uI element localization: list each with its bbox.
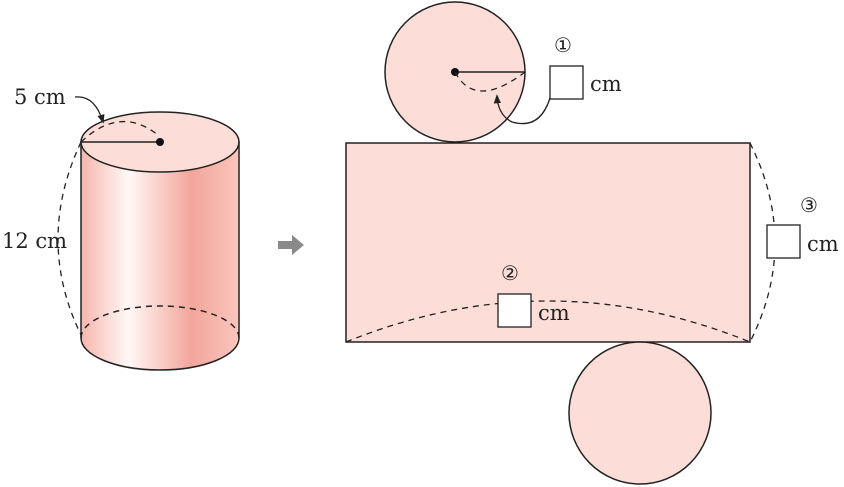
radius-dim: [80, 121, 159, 143]
blank-1-number: ①: [554, 33, 572, 57]
right-arrow-icon: [278, 235, 304, 255]
blank-1-box[interactable]: [549, 65, 584, 100]
net-rectangle: [345, 142, 751, 343]
net: [345, 1, 776, 485]
blank-3-unit: cm: [807, 232, 839, 256]
radius-label: 5 cm: [14, 85, 66, 109]
height-dim: [57, 141, 82, 336]
height-label: 12 cm: [2, 229, 67, 253]
blank-2-box[interactable]: [497, 293, 532, 328]
center-point: [156, 138, 164, 146]
net-bottom-circle: [568, 341, 712, 485]
cylinder-side: [80, 141, 240, 371]
blank-3-box[interactable]: [766, 224, 801, 259]
hidden-bottom-edge: [80, 305, 240, 339]
blank-2-unit: cm: [538, 301, 570, 325]
radius-pointer: [74, 96, 105, 124]
blank-3-number: ③: [800, 193, 818, 217]
cylinder: [57, 96, 240, 371]
blank-1-unit: cm: [590, 72, 622, 96]
blank-2-number: ②: [501, 261, 519, 285]
